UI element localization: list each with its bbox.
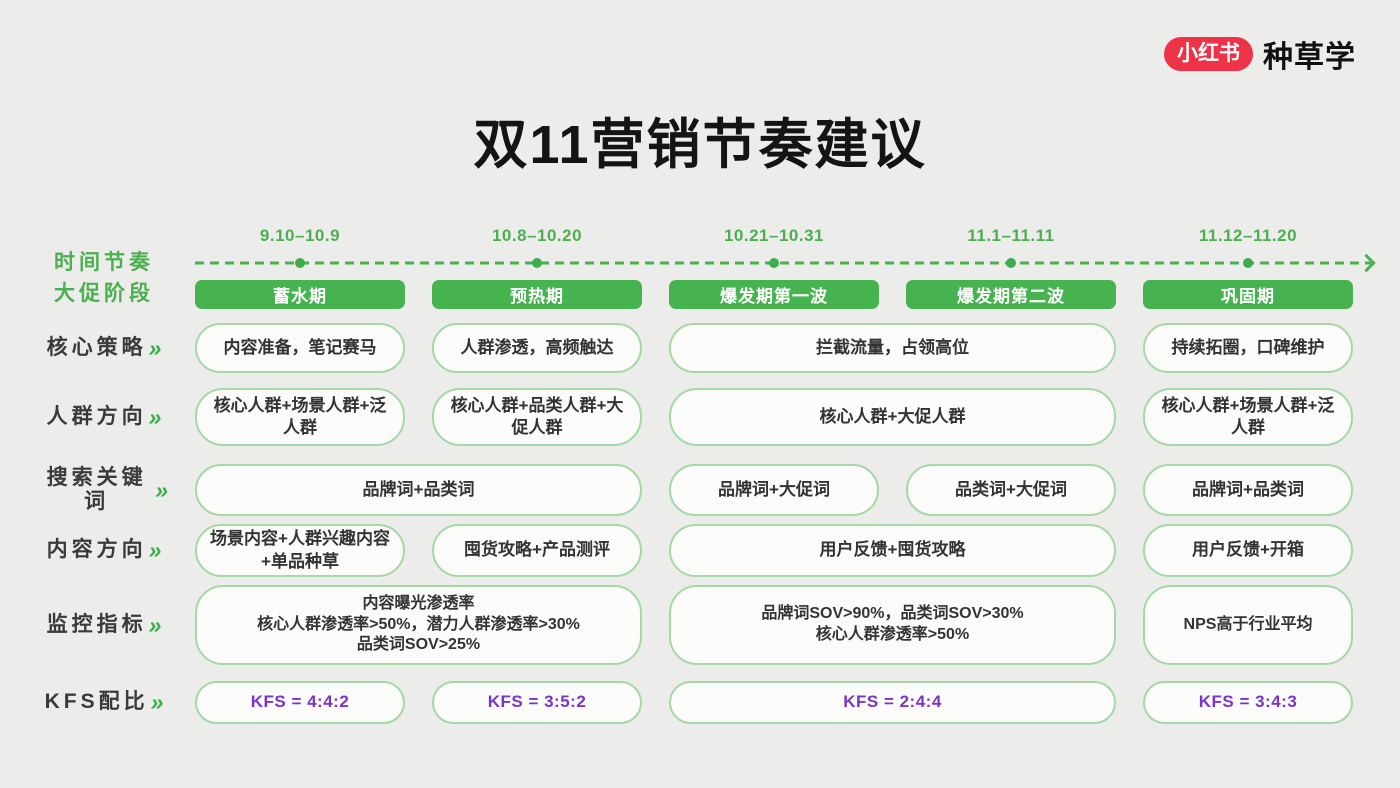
phase-pill: 巩固期 bbox=[1143, 280, 1353, 309]
brand-name: 种草学 bbox=[1263, 41, 1356, 74]
phases-row: 大促阶段 蓄水期 预热期 爆发期第一波 爆发期第二波 巩固期 bbox=[40, 280, 1353, 309]
row-label-kfs: KFS配比 » bbox=[44, 689, 164, 715]
row-label-timeline: 时间节奏 bbox=[54, 250, 154, 274]
keyword-pill: 品牌词+品类词 bbox=[195, 464, 642, 516]
double-chevron-icon: » bbox=[148, 403, 162, 430]
arrow-right-icon bbox=[1357, 253, 1376, 273]
strategy-pill: 持续拓圈，口碑维护 bbox=[1143, 323, 1353, 373]
timeline-board: 9.10–10.9 10.8–10.20 10.21–10.31 11.1–11… bbox=[40, 222, 1376, 724]
phase-pill: 爆发期第一波 bbox=[669, 280, 879, 309]
double-chevron-icon: » bbox=[148, 611, 162, 638]
row-label-phase: 大促阶段 bbox=[54, 282, 154, 306]
row-label-metrics: 监控指标 » bbox=[46, 611, 162, 638]
metrics-pill: 内容曝光渗透率 核心人群渗透率>50%，潜力人群渗透率>30% 品类词SOV>2… bbox=[195, 585, 642, 665]
timeline-dot bbox=[531, 258, 542, 268]
timeline-track bbox=[195, 250, 1376, 276]
brand-logo: 小红书 种草学 bbox=[1164, 32, 1356, 76]
timeline-dashed-line bbox=[195, 261, 1371, 265]
date-range: 10.21–10.31 bbox=[723, 226, 825, 245]
double-chevron-icon: » bbox=[148, 334, 162, 361]
timeline-dot bbox=[295, 258, 306, 268]
date-range: 11.12–11.20 bbox=[1198, 226, 1298, 245]
content-pill: 场景内容+人群兴趣内容+单品种草 bbox=[195, 524, 405, 577]
strategy-pill: 内容准备，笔记赛马 bbox=[195, 323, 405, 373]
metrics-pill: NPS高于行业平均 bbox=[1143, 585, 1353, 665]
content-pill: 用户反馈+开箱 bbox=[1143, 524, 1353, 577]
metrics-row: 监控指标 » 内容曝光渗透率 核心人群渗透率>50%，潜力人群渗透率>30% 品… bbox=[40, 585, 1353, 665]
page-title: 双11营销节奏建议 bbox=[473, 115, 927, 175]
kfs-pill: KFS = 3:5:2 bbox=[432, 681, 642, 724]
row-label-core: 核心策略 » bbox=[46, 334, 162, 361]
audience-pill: 核心人群+场景人群+泛人群 bbox=[195, 388, 405, 446]
audience-row: 人群方向 » 核心人群+场景人群+泛人群 核心人群+品类人群+大促人群 核心人群… bbox=[40, 388, 1353, 446]
audience-pill: 核心人群+场景人群+泛人群 bbox=[1143, 388, 1353, 446]
content-pill: 用户反馈+囤货攻略 bbox=[669, 524, 1116, 577]
timeline-dot bbox=[769, 258, 779, 268]
phase-pill: 爆发期第二波 bbox=[906, 280, 1116, 309]
timeline-dot bbox=[1006, 258, 1017, 268]
keyword-pill: 品类词+大促词 bbox=[906, 464, 1116, 516]
audience-pill: 核心人群+大促人群 bbox=[669, 388, 1116, 446]
row-label-content: 内容方向 » bbox=[46, 537, 162, 563]
date-range: 10.8–10.20 bbox=[491, 226, 583, 245]
kfs-row: KFS配比 » KFS = 4:4:2 KFS = 3:5:2 KFS = 2:… bbox=[40, 681, 1353, 724]
strategy-pill: 人群渗透，高频触达 bbox=[432, 323, 642, 373]
metrics-pill: 品牌词SOV>90%，品类词SOV>30% 核心人群渗透率>50% bbox=[669, 585, 1116, 665]
row-label-audience: 人群方向 » bbox=[46, 403, 162, 430]
dates-row: 9.10–10.9 10.8–10.20 10.21–10.31 11.1–11… bbox=[40, 222, 1353, 250]
double-chevron-icon: » bbox=[155, 476, 168, 503]
keyword-pill: 品牌词+大促词 bbox=[669, 464, 879, 516]
content-direction-row: 内容方向 » 场景内容+人群兴趣内容+单品种草 囤货攻略+产品测评 用户反馈+囤… bbox=[40, 524, 1353, 577]
kfs-pill: KFS = 3:4:3 bbox=[1143, 681, 1353, 724]
content-pill: 囤货攻略+产品测评 bbox=[432, 524, 642, 577]
kfs-pill: KFS = 2:4:4 bbox=[669, 681, 1116, 724]
search-keywords-row: 搜索关键词 » 品牌词+品类词 品牌词+大促词 品类词+大促词 品牌词+品类词 bbox=[40, 464, 1353, 516]
double-chevron-icon: » bbox=[150, 689, 164, 715]
timeline-dot bbox=[1242, 258, 1253, 268]
phase-pill: 预热期 bbox=[432, 280, 642, 309]
phase-pill: 蓄水期 bbox=[195, 280, 405, 309]
date-range: 9.10–10.9 bbox=[259, 226, 341, 245]
timeline-row: 时间节奏 bbox=[40, 250, 1376, 276]
xiaohongshu-badge-icon: 小红书 bbox=[1164, 37, 1253, 71]
core-strategy-row: 核心策略 » 内容准备，笔记赛马 人群渗透，高频触达 拦截流量，占领高位 持续拓… bbox=[40, 323, 1353, 373]
row-label-search: 搜索关键词 » bbox=[46, 465, 168, 513]
keyword-pill: 品牌词+品类词 bbox=[1143, 464, 1353, 516]
strategy-pill: 拦截流量，占领高位 bbox=[669, 323, 1116, 373]
date-range: 11.1–11.11 bbox=[967, 226, 1055, 245]
audience-pill: 核心人群+品类人群+大促人群 bbox=[432, 388, 642, 446]
double-chevron-icon: » bbox=[148, 537, 162, 563]
kfs-pill: KFS = 4:4:2 bbox=[195, 681, 405, 724]
